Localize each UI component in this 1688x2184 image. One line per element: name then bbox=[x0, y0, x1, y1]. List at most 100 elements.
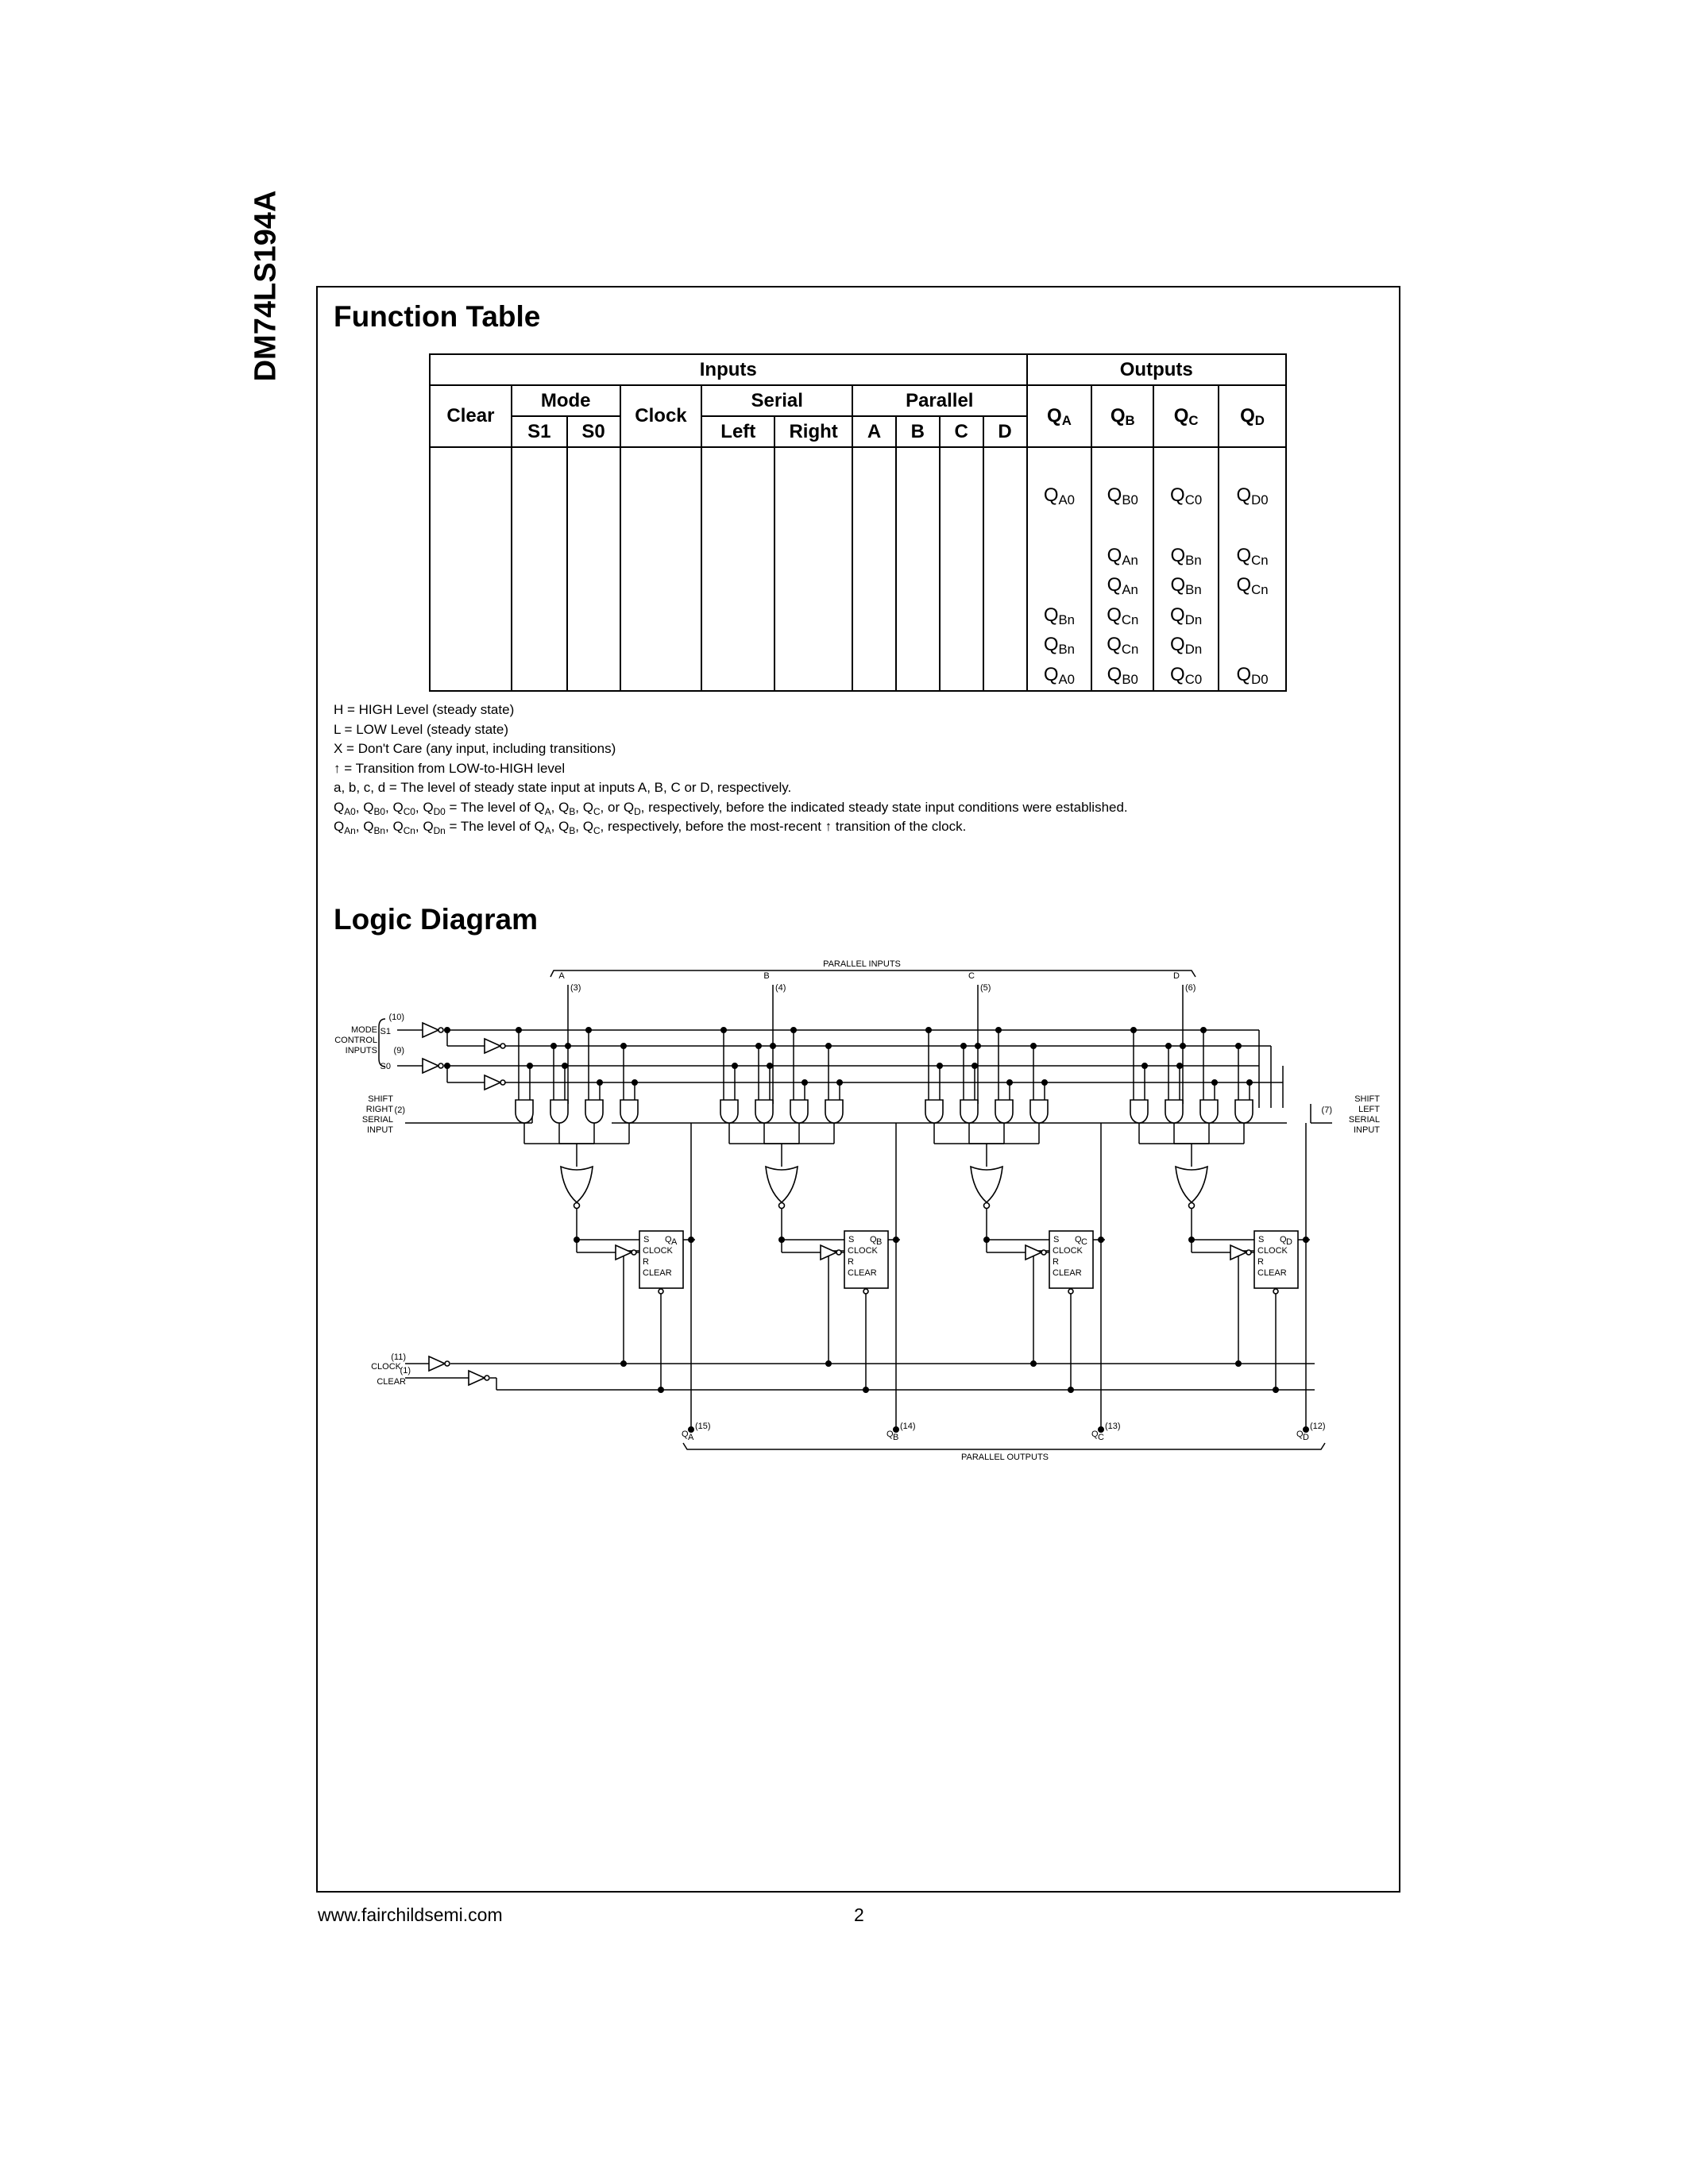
table-cell bbox=[894, 540, 941, 571]
table-cell bbox=[982, 570, 1028, 600]
table-cell bbox=[982, 540, 1028, 571]
table-cell bbox=[510, 600, 568, 631]
junction-dot bbox=[755, 1043, 762, 1050]
junction-dot bbox=[631, 1079, 638, 1086]
header-serial: Serial bbox=[701, 384, 854, 417]
table-cell: QC0 bbox=[1153, 660, 1220, 692]
junction-dot bbox=[561, 1063, 568, 1070]
ff-s: S bbox=[643, 1235, 649, 1244]
inverter-bubble bbox=[438, 1027, 444, 1033]
s1-inverter bbox=[484, 1037, 502, 1055]
ff-clear: CLEAR bbox=[643, 1268, 672, 1278]
r-inverter bbox=[820, 1244, 838, 1261]
ff-clock: CLOCK bbox=[1053, 1246, 1083, 1256]
output-pin: (14) bbox=[900, 1422, 916, 1431]
table-cell bbox=[774, 447, 854, 481]
table-cell: QBn bbox=[1026, 600, 1093, 631]
and-gate bbox=[790, 1099, 809, 1124]
s0-buffer bbox=[422, 1057, 440, 1075]
and-gate bbox=[620, 1099, 639, 1124]
table-cell bbox=[852, 600, 897, 631]
junction-dot bbox=[1006, 1079, 1013, 1086]
junction-dot bbox=[573, 1236, 580, 1243]
header-qa: QA bbox=[1026, 384, 1093, 448]
footer-page-number: 2 bbox=[854, 1904, 864, 1925]
inverter-bubble bbox=[1246, 1249, 1252, 1256]
pin-s1: (10) bbox=[388, 1013, 404, 1022]
table-cell bbox=[938, 540, 984, 571]
ff-q-sub: D bbox=[1286, 1237, 1292, 1247]
input-pin: (5) bbox=[980, 983, 991, 993]
output-q-sub: D bbox=[1303, 1433, 1309, 1442]
table-cell bbox=[701, 570, 776, 600]
table-cell bbox=[510, 511, 568, 541]
footer-url[interactable]: www.fairchildsemi.com bbox=[318, 1904, 503, 1925]
header-left: Left bbox=[701, 415, 776, 448]
output-q: Q bbox=[682, 1430, 689, 1439]
inverter-bubble bbox=[438, 1063, 444, 1069]
table-cell bbox=[894, 630, 941, 661]
table-cell bbox=[566, 600, 621, 631]
table-cell: QA0 bbox=[1026, 480, 1093, 511]
table-cell bbox=[1153, 511, 1220, 541]
table-cell: QCn bbox=[1218, 540, 1287, 571]
table-cell bbox=[701, 600, 776, 631]
table-cell bbox=[852, 447, 897, 481]
junction-dot bbox=[687, 1236, 694, 1243]
table-cell bbox=[982, 600, 1028, 631]
junction-dot bbox=[801, 1079, 808, 1086]
ff-s: S bbox=[848, 1235, 854, 1244]
table-cell: QD0 bbox=[1218, 480, 1287, 511]
and-gate bbox=[1199, 1099, 1219, 1124]
table-cell bbox=[1026, 447, 1093, 481]
shift-left-label: SHIFT bbox=[1354, 1094, 1380, 1104]
output-pin: (13) bbox=[1105, 1422, 1121, 1431]
junction-dot bbox=[995, 1027, 1002, 1034]
and-gate bbox=[755, 1099, 774, 1124]
and-gate bbox=[515, 1099, 534, 1124]
table-cell bbox=[566, 540, 621, 571]
table-cell bbox=[852, 630, 897, 661]
table-cell: QDn bbox=[1153, 600, 1220, 631]
parallel-outputs-brace bbox=[682, 1442, 1326, 1450]
table-cell bbox=[938, 630, 984, 661]
output-q: Q bbox=[1296, 1430, 1304, 1439]
table-cell bbox=[510, 480, 568, 511]
content-frame bbox=[316, 286, 1400, 1893]
junction-dot bbox=[974, 1043, 981, 1050]
table-cell bbox=[619, 660, 703, 692]
junction-dot bbox=[1303, 1236, 1310, 1243]
table-cell: QDn bbox=[1153, 630, 1220, 661]
r-inverter bbox=[1025, 1244, 1043, 1261]
table-cell: QA0 bbox=[1026, 660, 1093, 692]
document-side-title: DM74LS194A bbox=[249, 190, 283, 382]
table-cell bbox=[510, 630, 568, 661]
table-cell bbox=[510, 660, 568, 692]
table-cell bbox=[701, 660, 776, 692]
clear-bubble bbox=[658, 1288, 664, 1295]
table-cell bbox=[701, 630, 776, 661]
table-cell bbox=[1153, 447, 1220, 481]
table-cell: QAn bbox=[1091, 570, 1155, 600]
junction-dot bbox=[836, 1079, 843, 1086]
ff-s: S bbox=[1258, 1235, 1264, 1244]
junction-dot bbox=[1041, 1079, 1048, 1086]
junction-dot bbox=[1176, 1063, 1184, 1070]
note-abcd: a, b, c, d = The level of steady state i… bbox=[334, 780, 792, 795]
output-q: Q bbox=[1091, 1430, 1099, 1439]
inverter-bubble bbox=[836, 1249, 842, 1256]
table-cell: QB0 bbox=[1091, 660, 1155, 692]
table-cell bbox=[894, 480, 941, 511]
table-cell bbox=[510, 570, 568, 600]
junction-dot bbox=[892, 1426, 899, 1433]
junction-dot bbox=[620, 1360, 627, 1367]
s0-label: S0 bbox=[380, 1062, 391, 1071]
junction-dot bbox=[585, 1027, 592, 1034]
table-cell bbox=[1218, 511, 1287, 541]
junction-dot bbox=[1029, 1360, 1037, 1367]
table-row bbox=[429, 511, 1287, 541]
table-cell bbox=[982, 660, 1028, 692]
